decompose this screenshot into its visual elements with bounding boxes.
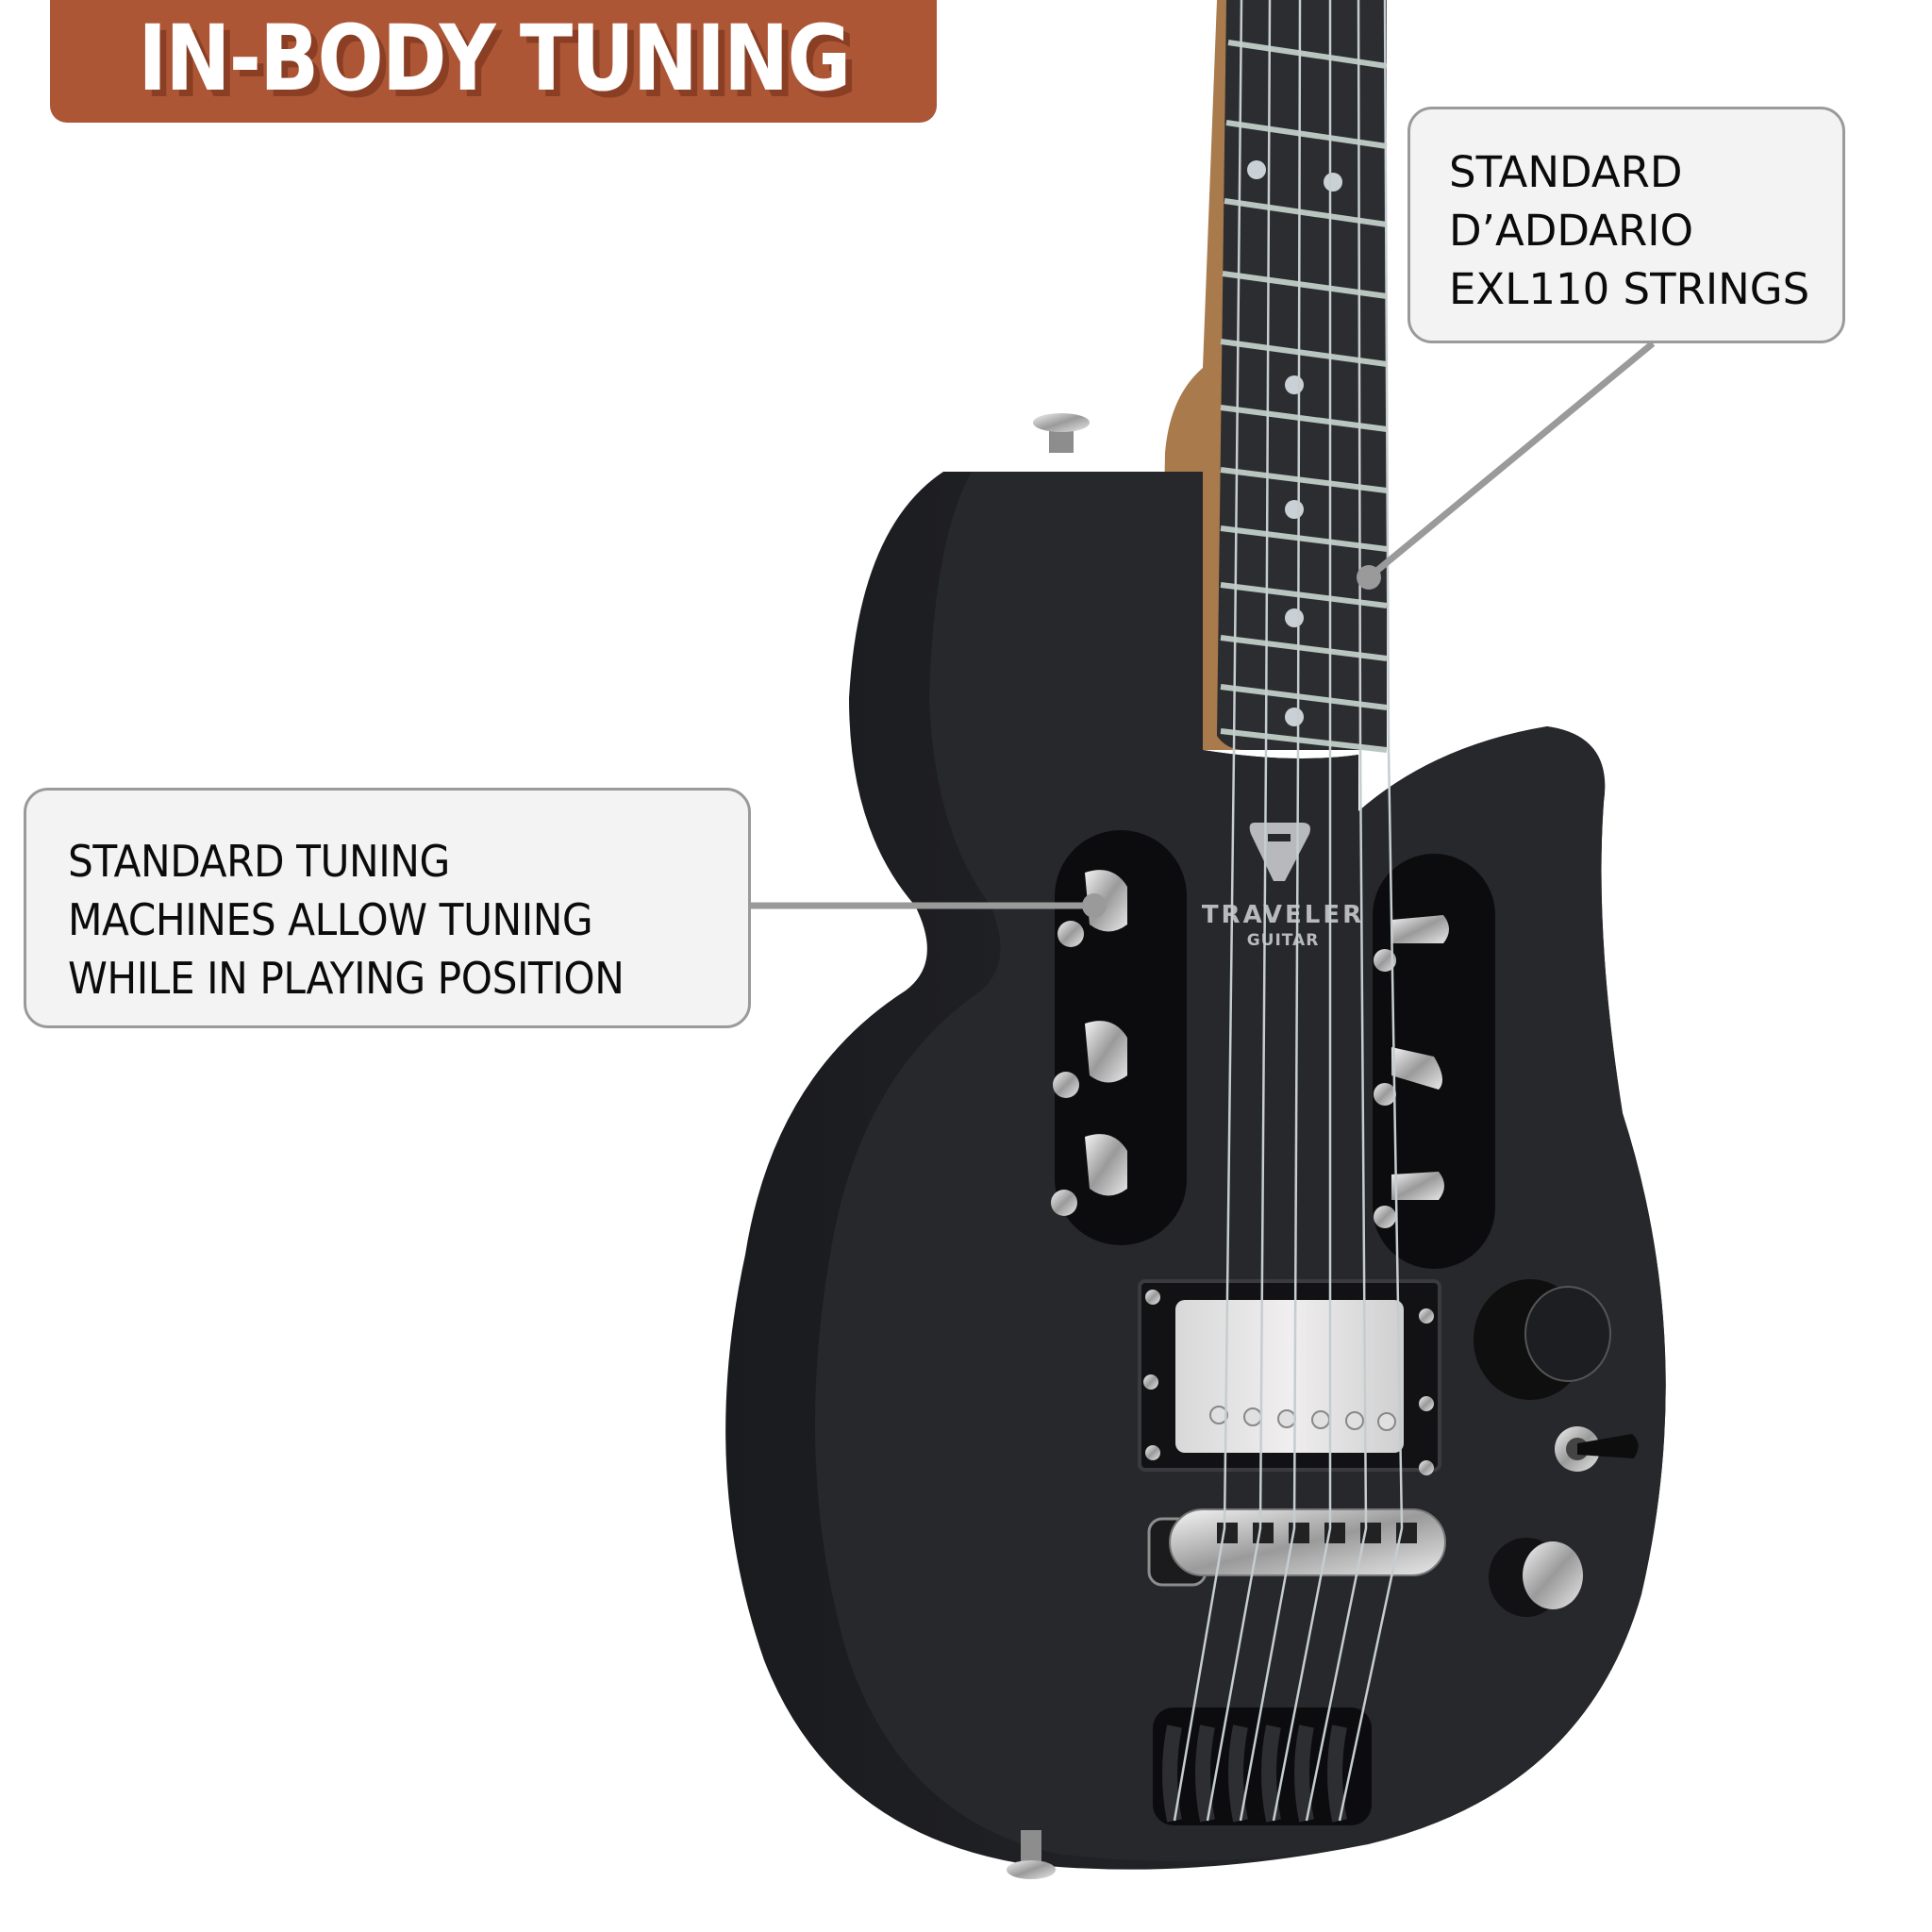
humbucker-pickup bbox=[1138, 1279, 1441, 1475]
title-banner: IN-BODY TUNING bbox=[50, 0, 937, 123]
logo-sub: GUITAR bbox=[1247, 931, 1320, 950]
leader-line-strings bbox=[1357, 341, 1656, 590]
tone-knob bbox=[1489, 1538, 1583, 1617]
callout-tuning-line-2: MACHINES ALLOW TUNING bbox=[68, 894, 593, 945]
callout-tuning-line-3: WHILE IN PLAYING POSITION bbox=[68, 953, 625, 1004]
callout-strings-line-1: STANDARD bbox=[1449, 147, 1683, 197]
strap-button-top bbox=[1033, 413, 1090, 453]
strings bbox=[1173, 0, 1404, 1822]
volume-knob bbox=[1474, 1279, 1611, 1400]
toggle-switch bbox=[1555, 1426, 1639, 1472]
callout-strings: STANDARD D’ADDARIO EXL110 STRINGS bbox=[1407, 107, 1845, 343]
tuner-slot-left bbox=[1051, 830, 1187, 1245]
callout-tuning-machines: STANDARD TUNING MACHINES ALLOW TUNING WH… bbox=[24, 788, 751, 1028]
strap-button-bottom bbox=[1007, 1830, 1056, 1879]
guitar-body bbox=[725, 472, 1666, 1870]
leader-line-tuners bbox=[751, 893, 1107, 918]
banner-title: IN-BODY TUNING bbox=[137, 6, 851, 111]
tuner-slot-right bbox=[1373, 854, 1495, 1269]
string-anchor bbox=[1153, 1707, 1372, 1825]
logo-brand: TRAVELER bbox=[1202, 901, 1364, 929]
callout-tuning-line-1: STANDARD TUNING bbox=[68, 836, 450, 887]
callout-strings-line-2: D’ADDARIO bbox=[1449, 206, 1693, 256]
callout-strings-line-3: EXL110 STRINGS bbox=[1449, 264, 1810, 314]
